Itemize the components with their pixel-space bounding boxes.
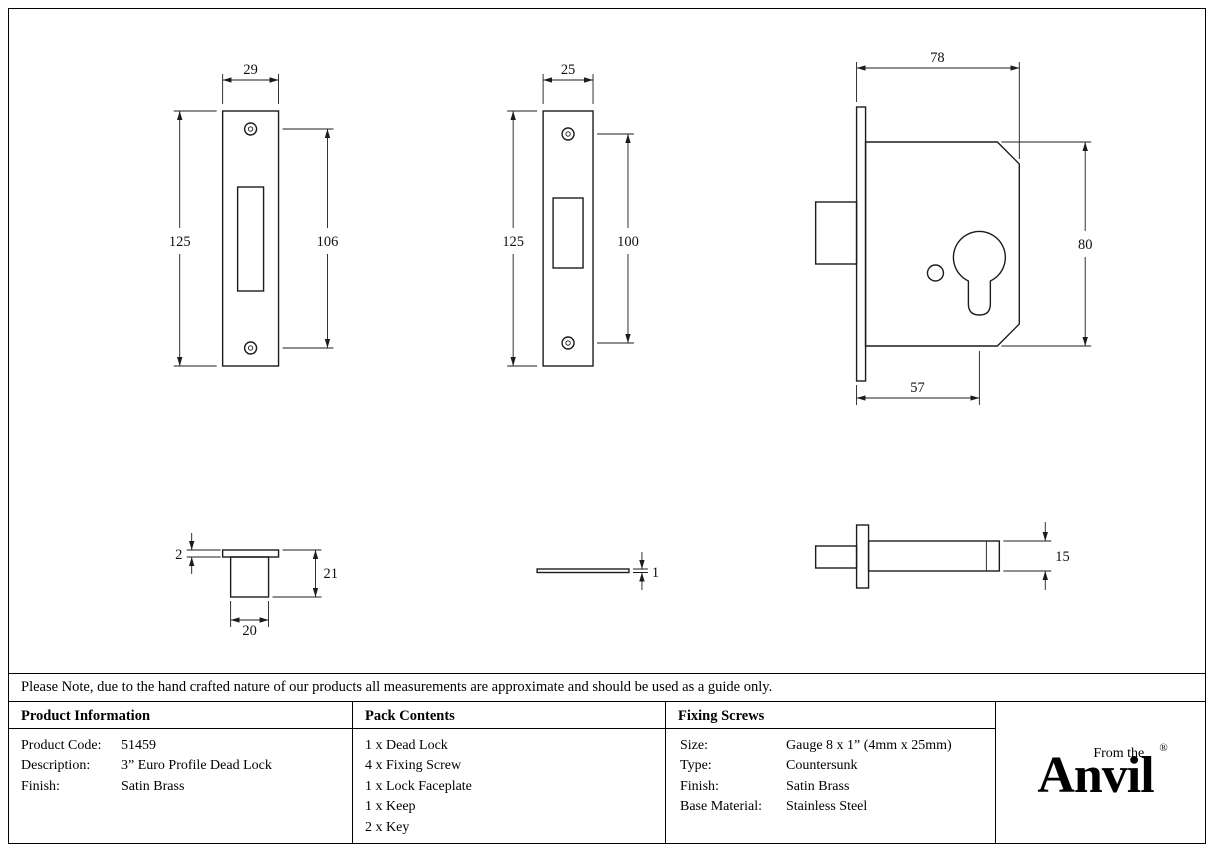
dim-faceplate-hole-spacing: 106 — [282, 128, 339, 349]
brand-logo: From the ® Anvil — [996, 702, 1205, 843]
pack-contents-section: Pack Contents 1 x Dead Lock 4 x Fixing S… — [353, 702, 666, 843]
screw-type-value: Countersunk — [786, 758, 858, 774]
dim-lock-depth: 78 — [856, 50, 1020, 159]
pack-contents-list: 1 x Dead Lock 4 x Fixing Screw 1 x Lock … — [365, 736, 653, 838]
faceplate-outline — [221, 110, 280, 367]
fixing-screws-header: Fixing Screws — [666, 702, 995, 729]
spec-tables: Product Information Product Code: 51459 … — [9, 702, 1205, 843]
pack-contents-header: Pack Contents — [353, 702, 665, 729]
description-row: Description: 3” Euro Profile Dead Lock — [21, 756, 340, 776]
lock-case-outline — [864, 141, 1021, 347]
dim-label: 80 — [1078, 237, 1092, 253]
screw-finish-label: Finish: — [680, 778, 719, 794]
dim-label: 1 — [652, 565, 659, 581]
measurement-disclaimer: Please Note, due to the hand crafted nat… — [9, 673, 1205, 702]
screw-hole-bottom — [243, 341, 258, 355]
dim-label: 78 — [930, 50, 944, 66]
dim-keep-pocket-width: 20 — [230, 601, 270, 639]
product-code-value: 51459 — [121, 738, 156, 753]
keep-slot — [552, 197, 584, 269]
dim-label: 2 — [175, 547, 182, 563]
brand-name: Anvil — [1037, 746, 1154, 804]
finish-row: Finish: Satin Brass — [21, 777, 340, 797]
keep-pocket — [229, 556, 270, 598]
dim-case-thickness: 15 — [1003, 522, 1070, 590]
screw-hole-top — [561, 127, 575, 141]
fixing-screws-section: Fixing Screws Size: Gauge 8 x 1” (4mm x … — [666, 702, 996, 843]
fixing-screws-body: Size: Gauge 8 x 1” (4mm x 25mm) Type: Co… — [666, 729, 995, 818]
dim-label: 20 — [242, 623, 256, 639]
dim-label: 57 — [910, 380, 924, 396]
dim-label: 25 — [561, 62, 575, 78]
faceplate-edge-view — [536, 568, 630, 574]
description-label: Description: — [21, 758, 91, 774]
screw-hole-bottom — [561, 336, 575, 350]
dim-keep-depth: 21 — [272, 549, 338, 598]
dim-keep-flange-thickness: 2 — [175, 533, 221, 574]
pack-item: 1 x Keep — [365, 799, 416, 815]
dim-label: 125 — [169, 234, 191, 250]
faceplate-edge — [855, 106, 867, 382]
product-information-section: Product Information Product Code: 51459 … — [9, 702, 353, 843]
product-code-row: Product Code: 51459 — [21, 736, 340, 756]
dim-lock-height: 80 — [1001, 141, 1092, 347]
keep-outline — [542, 110, 594, 367]
pack-item: 1 x Lock Faceplate — [365, 778, 472, 794]
screw-type-label: Type: — [680, 758, 712, 774]
base-material-label: Base Material: — [680, 799, 763, 815]
pack-contents-body: 1 x Dead Lock 4 x Fixing Screw 1 x Lock … — [353, 729, 665, 838]
dim-label: 21 — [323, 566, 337, 582]
screw-finish-value: Satin Brass — [786, 778, 850, 794]
product-code-label: Product Code: — [21, 738, 102, 753]
finish-value: Satin Brass — [121, 778, 185, 794]
dim-faceplate-thickness: 1 — [632, 552, 659, 590]
screw-size-label: Size: — [680, 738, 708, 753]
dim-label: 29 — [243, 62, 257, 78]
dim-label: 125 — [502, 234, 524, 250]
from-the-anvil-logo: From the ® Anvil — [1037, 742, 1167, 804]
lock-body-side-drawing: 15 — [814, 522, 1070, 590]
dim-faceplate-width: 29 — [222, 62, 279, 104]
faceplate-front-drawing: 29 125 106 — [169, 62, 339, 367]
dim-faceplate-height: 125 — [169, 110, 217, 367]
keep-profile-drawing: 2 21 20 — [175, 533, 338, 639]
keep-flange — [221, 549, 280, 558]
product-information-header: Product Information — [9, 702, 352, 729]
finish-label: Finish: — [21, 778, 60, 794]
base-material-row: Base Material: Stainless Steel — [680, 797, 983, 817]
sheet-frame: 29 125 106 — [8, 8, 1206, 844]
pack-item: 2 x Key — [365, 819, 410, 835]
screw-finish-row: Finish: Satin Brass — [680, 777, 983, 797]
case-side — [867, 540, 1001, 572]
technical-drawings: 29 125 106 — [9, 9, 1205, 673]
base-material-value: Stainless Steel — [786, 799, 868, 815]
brand-tagline: From the — [1093, 745, 1145, 761]
keep-front-drawing: 25 125 100 — [502, 62, 639, 367]
screw-hole-top — [243, 122, 258, 136]
euro-cylinder-cutout — [952, 230, 1007, 316]
registered-trademark-mark: ® — [1159, 741, 1168, 754]
dim-lock-backset: 57 — [856, 351, 980, 405]
deadbolt-side — [814, 545, 858, 569]
faceplate-side-drawing: 1 — [536, 552, 659, 590]
dim-keep-height: 125 — [502, 110, 538, 367]
deadbolt — [814, 201, 858, 265]
lock-body-front-drawing: 78 80 57 — [814, 50, 1092, 405]
product-information-body: Product Code: 51459 Description: 3” Euro… — [9, 729, 352, 797]
dim-label: 15 — [1055, 549, 1069, 565]
screw-type-row: Type: Countersunk — [680, 756, 983, 776]
fixing-hole — [926, 264, 945, 282]
bolt-slot — [236, 186, 265, 292]
screw-size-value: Gauge 8 x 1” (4mm x 25mm) — [786, 738, 952, 753]
dim-label: 100 — [617, 234, 639, 250]
dim-label: 106 — [317, 234, 339, 250]
description-value: 3” Euro Profile Dead Lock — [121, 758, 272, 774]
drawings-svg: 29 125 106 — [169, 50, 1093, 639]
pack-item: 1 x Dead Lock — [365, 738, 448, 753]
dim-keep-width: 25 — [542, 62, 594, 104]
dim-keep-hole-spacing: 100 — [597, 133, 639, 344]
faceplate-side — [855, 524, 870, 589]
screw-size-row: Size: Gauge 8 x 1” (4mm x 25mm) — [680, 736, 983, 756]
pack-item: 4 x Fixing Screw — [365, 758, 462, 774]
